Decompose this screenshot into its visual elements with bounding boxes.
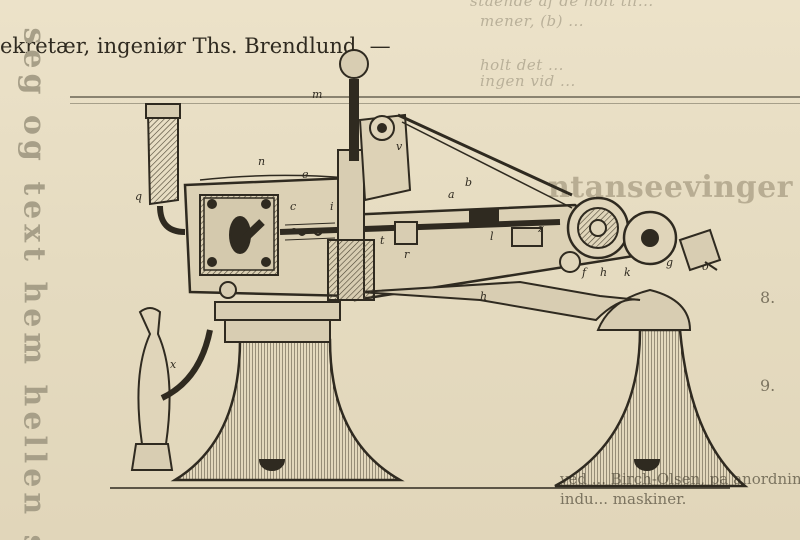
svg-text:f: f xyxy=(581,266,588,279)
svg-text:m: m xyxy=(312,88,322,101)
svg-text:k: k xyxy=(624,266,631,279)
svg-text:z: z xyxy=(537,222,544,235)
svg-text:x: x xyxy=(170,358,177,371)
svg-text:n: n xyxy=(258,155,265,168)
svg-text:l: l xyxy=(490,230,494,243)
svg-text:h: h xyxy=(600,266,607,279)
svg-text:q: q xyxy=(135,190,142,203)
svg-text:i: i xyxy=(330,200,334,213)
svg-text:b: b xyxy=(465,176,472,189)
svg-text:g: g xyxy=(666,256,673,269)
svg-text:h: h xyxy=(480,290,487,303)
svg-text:c: c xyxy=(290,200,296,213)
svg-text:v: v xyxy=(396,140,403,153)
svg-text:e: e xyxy=(302,168,309,181)
svg-text:a: a xyxy=(448,188,455,201)
svg-text:t: t xyxy=(380,234,385,247)
svg-text:o: o xyxy=(702,260,709,273)
svg-text:r: r xyxy=(404,248,410,261)
